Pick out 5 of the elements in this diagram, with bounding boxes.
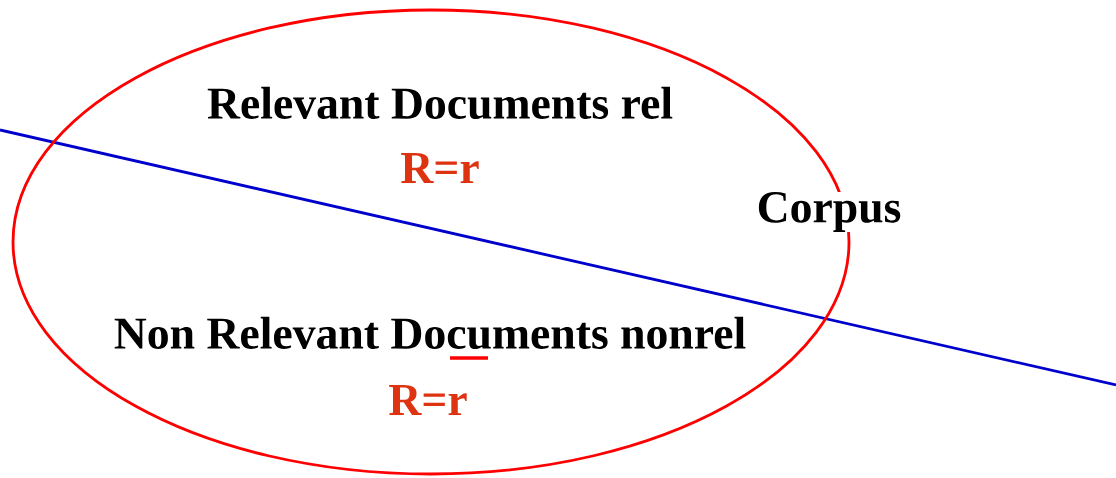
formula-label: R=r [401,153,479,183]
region-label: Non Relevant Documents nonrel [114,316,746,350]
formula-label: R=r [389,385,467,415]
corpus-label: Corpus [756,192,902,232]
region-label: Relevant Documents rel [207,86,673,120]
